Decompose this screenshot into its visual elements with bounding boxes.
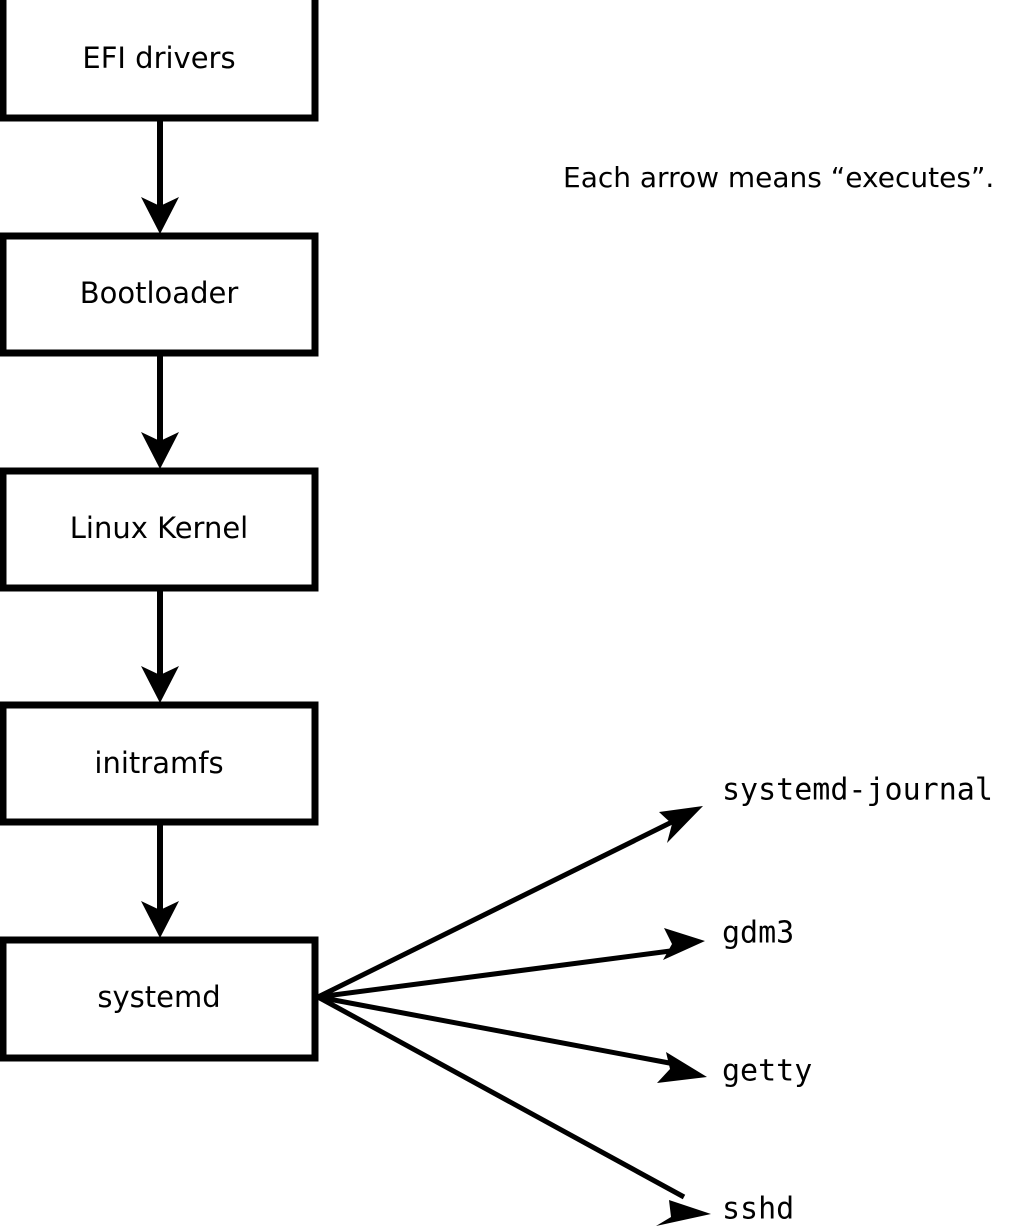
leaf-label-systemd-journal: systemd-journal [722,773,993,808]
leaf-label-sshd: sshd [722,1192,794,1227]
leaf-label-gdm3: gdm3 [722,916,794,951]
chain-arrows [141,118,179,938]
node-efi-drivers[interactable]: EFI drivers [0,0,319,122]
fanout-labels: systemd-journal gdm3 getty sshd [722,773,993,1227]
node-initramfs[interactable]: initramfs [0,701,319,826]
node-label-bootloader: Bootloader [80,276,239,310]
node-label-initramfs: initramfs [94,746,223,780]
leaf-label-getty: getty [722,1054,812,1089]
node-label-efi-drivers: EFI drivers [82,41,235,75]
node-linux-kernel[interactable]: Linux Kernel [0,467,319,592]
arrow-systemd-to-sshd [316,994,711,1226]
arrow-systemd-to-systemd-journal [316,806,703,1000]
fanout-arrows [316,806,711,1226]
arrow-systemd-to-gdm3 [317,928,705,1000]
legend-caption: Each arrow means “executes”. [563,161,994,194]
node-bootloader[interactable]: Bootloader [0,232,319,357]
arrow-efi-to-bootloader [141,118,179,234]
node-systemd[interactable]: systemd [0,936,319,1062]
arrow-systemd-to-getty [317,994,707,1083]
arrow-bootloader-to-kernel [141,353,179,469]
arrow-kernel-to-initramfs [141,588,179,703]
node-label-linux-kernel: Linux Kernel [70,511,248,545]
node-label-systemd: systemd [97,980,220,1014]
arrow-initramfs-to-systemd [141,822,179,938]
